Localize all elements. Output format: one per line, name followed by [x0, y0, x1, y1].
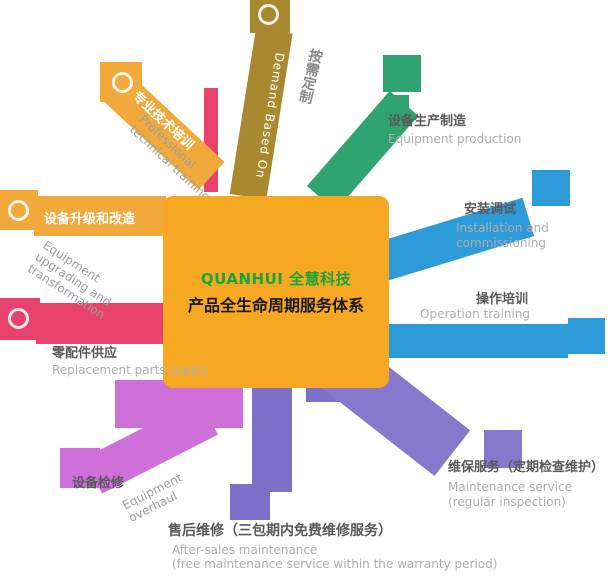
parts-arrow — [36, 303, 174, 344]
upgrade-ring-icon — [8, 200, 29, 221]
maintenance-label-en: Maintenance service (regular inspection) — [448, 480, 573, 509]
diagram-title: 产品全生命周期服务体系 — [187, 296, 364, 315]
upgrade-arrow — [34, 196, 166, 236]
aftersales-arrow — [252, 388, 292, 492]
install-label-en: Installation and commissioning — [456, 221, 549, 250]
parts-label-zh: 零配件供应 — [52, 346, 118, 361]
production-label-zh: 设备生产制造 — [388, 114, 467, 129]
upgrade-label-zh: 设备升级和改造 — [44, 212, 136, 227]
maintenance-label-zh: 维保服务（定期检查维护） — [448, 460, 605, 475]
production-connector-square — [394, 95, 409, 109]
install-node-square — [532, 170, 570, 206]
operation-arrow — [388, 324, 568, 358]
parts-ring-icon — [8, 308, 29, 329]
production-node-square — [383, 55, 421, 92]
aftersales-label-en1: After-sales maintenance — [172, 543, 318, 557]
operation-label-zh: 操作培训 — [476, 292, 529, 307]
overhaul-label-zh: 设备检修 — [72, 476, 125, 491]
install-label-zh: 安装调试 — [464, 202, 517, 217]
parts-label-en: Replacement parts supply — [52, 363, 209, 377]
operation-label-en: Operation training — [420, 307, 531, 321]
demand-label-zh: 按需定制 — [295, 46, 325, 106]
aftersales-label-zh: 售后维修（三包期内免费维修服务） — [168, 523, 392, 539]
aftersales-node-square — [230, 484, 270, 520]
aftersales-label-en2: (free maintenance service within the war… — [172, 557, 498, 571]
production-label-en: Equipment production — [388, 132, 522, 146]
overhaul-node-square — [60, 448, 100, 488]
demand-ring-icon — [258, 4, 279, 25]
brand-title: QUANHUI 全慧科技 — [200, 270, 352, 288]
maintenance-node-square — [484, 430, 522, 468]
center-panel: QUANHUI 全慧科技 产品全生命周期服务体系 — [163, 196, 389, 388]
training-ring-icon — [112, 72, 133, 93]
operation-node-square — [568, 318, 605, 354]
